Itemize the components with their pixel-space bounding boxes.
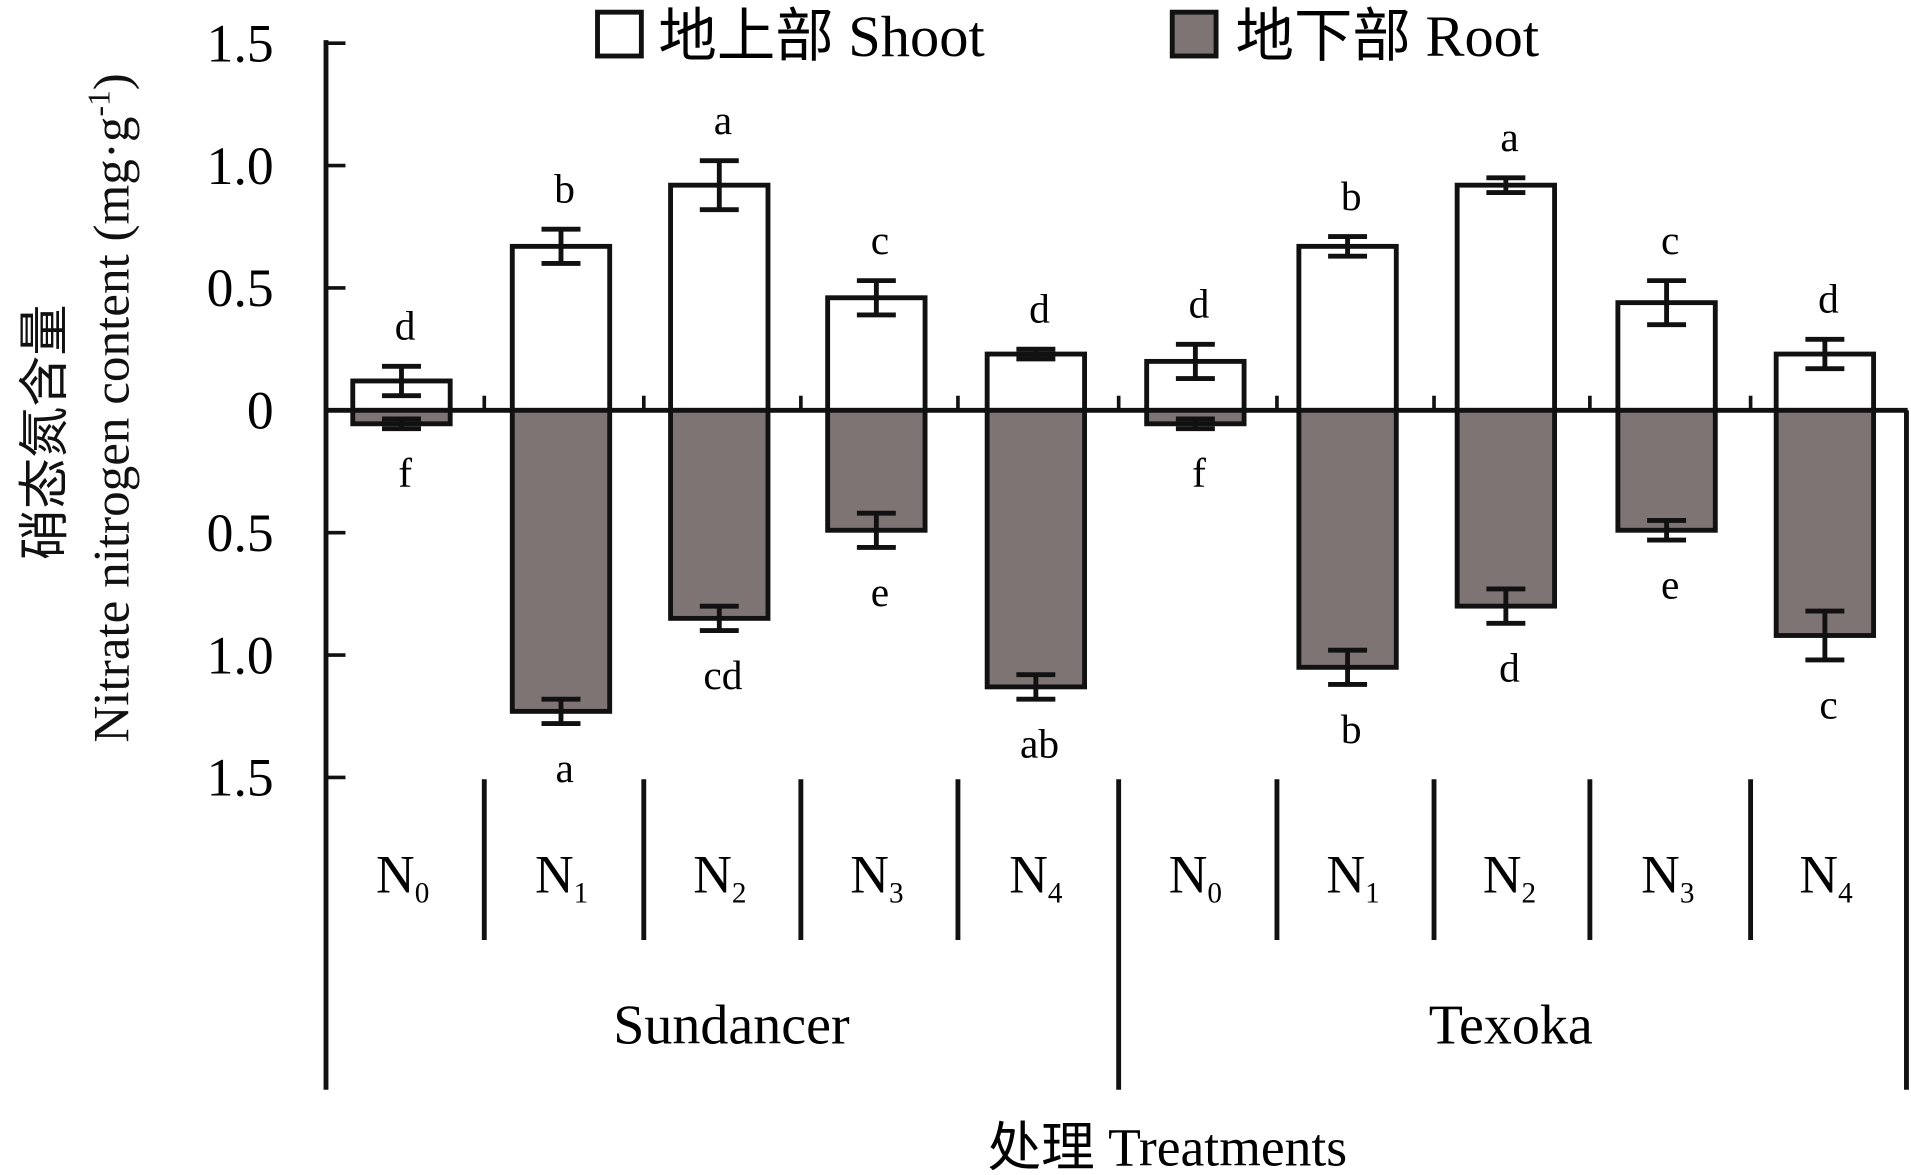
significance-letter-root: b (1341, 706, 1362, 752)
category-label: N4 (1009, 845, 1063, 910)
significance-letter-shoot: d (1189, 280, 1210, 326)
significance-letter-shoot: c (871, 217, 889, 263)
category-label-base: N (1483, 845, 1522, 905)
category-label: N3 (1641, 845, 1694, 910)
category-label-subscript: 4 (1048, 877, 1063, 909)
bar-root (1615, 407, 1718, 533)
category-label-base: N (1009, 845, 1048, 905)
y-tick-label: 1.0 (207, 625, 274, 685)
category-label-base: N (535, 845, 574, 905)
group-label-sundancer: Sundancer (613, 994, 850, 1056)
significance-letter-shoot: d (1029, 285, 1050, 331)
significance-letter-root: f (1192, 450, 1206, 496)
category-label: N0 (376, 845, 429, 910)
category-label-base: N (1326, 845, 1365, 905)
bar-root (1454, 407, 1558, 609)
significance-letter-root: d (1499, 645, 1520, 691)
y-axis-title-en-text: Nitrate nitrogen content (mg·g (84, 117, 141, 743)
category-label: N4 (1799, 845, 1853, 910)
bar-shoot (1454, 182, 1558, 413)
bar-root (825, 407, 928, 533)
category-label-subscript: 2 (732, 877, 747, 909)
legend-label-shoot: 地上部 Shoot (658, 4, 984, 69)
category-label-base: N (850, 845, 889, 905)
bar-shoot (509, 243, 613, 413)
significance-letter-shoot: b (1341, 173, 1362, 219)
bar-shoot (984, 351, 1088, 413)
significance-letter-root: c (1819, 681, 1837, 727)
significance-letter-shoot: c (1661, 217, 1679, 263)
bar-root (1773, 407, 1877, 638)
y-tick-label: 1.5 (207, 748, 274, 808)
bar-shoot (668, 182, 771, 413)
y-tick-label: 1.0 (207, 136, 274, 196)
x-axis-title: 处理 Treatments (988, 1117, 1348, 1175)
category-label-subscript: 0 (415, 877, 430, 909)
category-label-subscript: 3 (889, 877, 904, 909)
legend-swatch-shoot (595, 9, 644, 59)
category-label: N1 (535, 845, 588, 910)
bar-root (668, 407, 771, 621)
category-label: N0 (1169, 845, 1222, 910)
category-label-subscript: 4 (1838, 877, 1853, 909)
y-axis-title: 硝态氮含量 Nitrate nitrogen content (mg·g-1) (17, 73, 141, 742)
category-label-base: N (1641, 845, 1680, 905)
significance-letter-root: f (398, 450, 412, 496)
legend: 地上部 Shoot 地下部 Root (595, 4, 1540, 69)
bar-root (984, 407, 1088, 690)
legend-swatch-root (1169, 9, 1219, 59)
legend-label-root: 地下部 Root (1236, 4, 1540, 69)
y-tick-label: 0 (247, 381, 274, 441)
y-axis-title-sup: -1 (81, 90, 116, 116)
bar-shoot (1296, 243, 1399, 413)
category-label-subscript: 1 (1365, 877, 1380, 909)
y-axis-title-cn: 硝态氮含量 (17, 304, 74, 560)
significance-letter-shoot: a (714, 97, 732, 143)
y-axis-title-en: Nitrate nitrogen content (mg·g-1) (81, 73, 140, 742)
significance-letter-shoot: d (1818, 276, 1839, 322)
category-label-base: N (376, 845, 415, 905)
category-label-base: N (1799, 845, 1838, 905)
category-label-subscript: 3 (1680, 877, 1695, 909)
category-label-base: N (1169, 845, 1208, 905)
bar-root (1296, 407, 1399, 670)
y-tick-label: 0.5 (207, 503, 274, 563)
y-tick-label: 1.5 (207, 13, 274, 73)
category-label-subscript: 2 (1522, 877, 1537, 909)
category-label: N1 (1326, 845, 1379, 910)
significance-letter-root: e (871, 569, 889, 615)
significance-letter-shoot: b (554, 165, 575, 211)
category-label-subscript: 1 (574, 877, 589, 909)
y-tick-label: 0.5 (207, 258, 274, 318)
category-label: N2 (693, 845, 746, 910)
significance-letter-root: cd (703, 652, 742, 698)
category-label-base: N (693, 845, 732, 905)
significance-letter-root: a (555, 745, 573, 791)
group-label-texoka: Texoka (1429, 994, 1593, 1056)
y-axis-title-close: ) (84, 73, 141, 90)
significance-letter-shoot: d (395, 302, 416, 348)
significance-letter-root: e (1661, 561, 1679, 607)
category-label: N3 (850, 845, 903, 910)
category-label: N2 (1483, 845, 1536, 910)
bar-root (509, 407, 613, 714)
significance-letter-root: ab (1020, 721, 1059, 767)
category-label-subscript: 0 (1207, 877, 1222, 909)
significance-letter-shoot: a (1500, 114, 1518, 160)
